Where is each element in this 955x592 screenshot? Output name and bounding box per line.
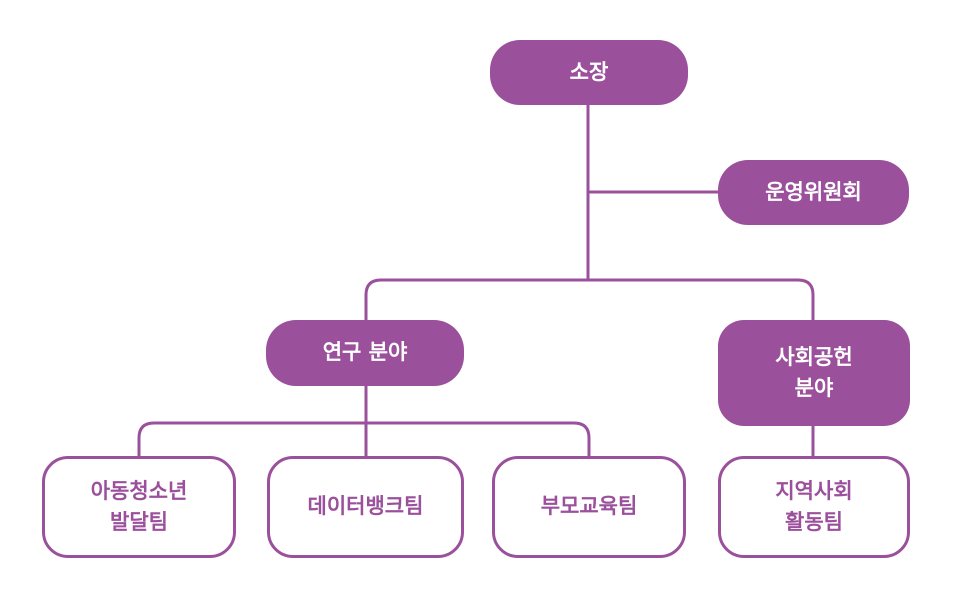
director-box: 소장 [490,40,688,105]
data-bank-team-box: 데이터뱅크팀 [267,456,464,558]
social-contribution-division-box: 사회공헌 분야 [718,320,910,426]
research-division-box: 연구 분야 [266,320,464,386]
child-youth-development-team-box: 아동청소년 발달팀 [42,456,236,558]
parent-education-team-box: 부모교육팀 [492,456,686,558]
community-activity-team-box: 지역사회 활동팀 [718,456,910,558]
committee-box: 운영위원회 [718,160,909,225]
